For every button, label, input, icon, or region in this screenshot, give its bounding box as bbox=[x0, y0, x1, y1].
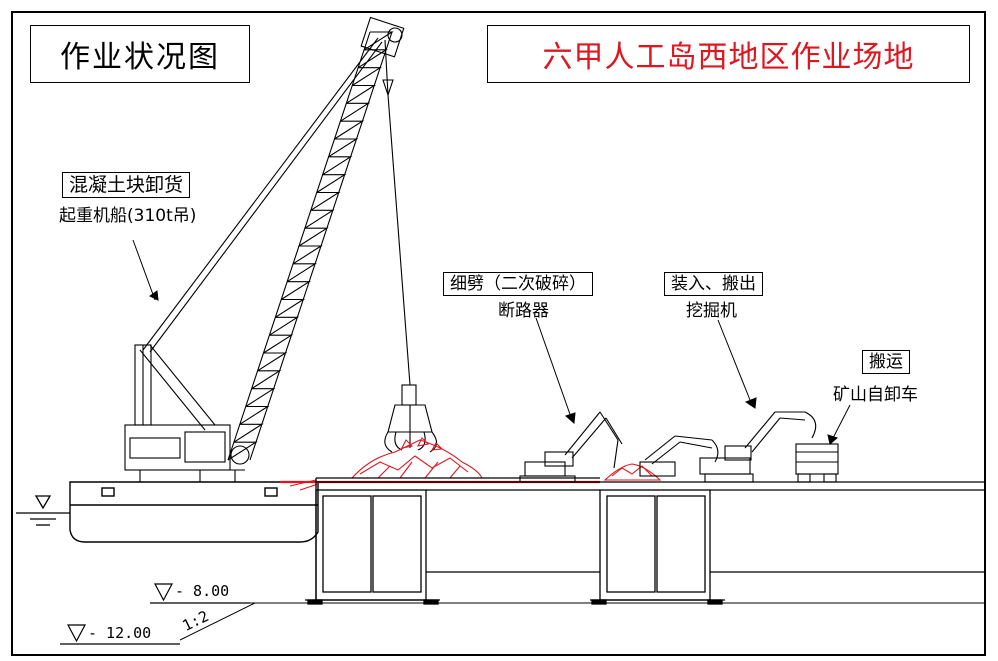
site-title: 六甲人工岛西地区作业场地 bbox=[487, 25, 970, 83]
dump-truck bbox=[795, 443, 839, 483]
water-level-symbol bbox=[16, 495, 70, 526]
excavator-heading: 装入、搬出 bbox=[664, 272, 763, 296]
quay-structure bbox=[305, 477, 986, 605]
site-title-text: 六甲人工岛西地区作业场地 bbox=[542, 40, 915, 75]
loading-excavator bbox=[699, 411, 817, 483]
crane-heading: 混凝土块卸货 bbox=[62, 172, 191, 198]
level-markers bbox=[60, 583, 250, 645]
crane-barge bbox=[69, 481, 319, 543]
truck-heading: 搬运 bbox=[862, 350, 910, 374]
breaker-excavator bbox=[519, 411, 623, 483]
middle-excavator bbox=[639, 435, 719, 477]
grab-bucket bbox=[384, 384, 438, 453]
leader-lines bbox=[132, 239, 851, 445]
level-upper: - 8.00 bbox=[175, 582, 230, 600]
excavator-label: 挖掘机 bbox=[686, 301, 737, 321]
truck-label: 矿山自卸车 bbox=[833, 385, 918, 405]
crane-body bbox=[124, 37, 383, 482]
drawing-title: 作业状况图 bbox=[30, 25, 250, 83]
drawing-frame bbox=[11, 11, 986, 656]
breaker-label: 断路器 bbox=[498, 301, 549, 321]
crane-label: 起重机船(310t吊) bbox=[59, 206, 197, 226]
breaker-heading: 细劈（二次破碎） bbox=[443, 272, 593, 296]
seabed-line bbox=[150, 602, 986, 641]
level-lower: - 12.00 bbox=[88, 624, 152, 642]
lattice-boom bbox=[227, 16, 411, 461]
drawing-title-text: 作业状况图 bbox=[60, 40, 220, 75]
